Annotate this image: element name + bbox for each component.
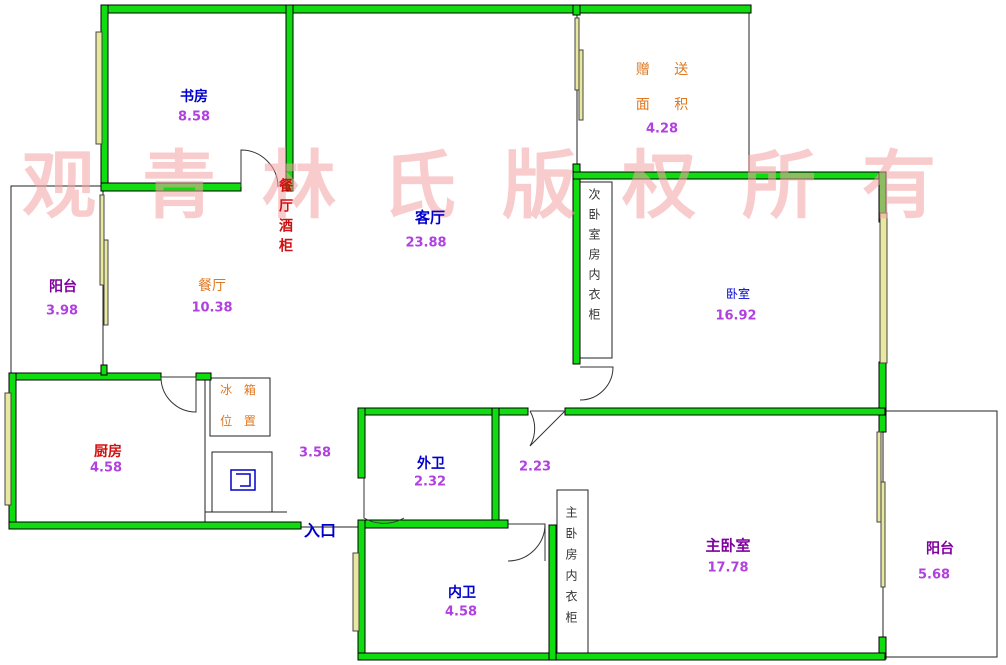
- kitchen-area: 4.58: [89, 460, 123, 476]
- master-label: 主卧室: [705, 536, 751, 555]
- balcony-right-area: 5.68: [917, 567, 951, 583]
- thin-outlines: [10, 8, 998, 658]
- fridge-label-line1: 冰 箱: [220, 383, 260, 397]
- stair-icon: [230, 469, 256, 491]
- entrance-label: 入口: [303, 521, 337, 540]
- master-closet-label: 主卧房内衣柜: [564, 506, 578, 632]
- windows: [4, 17, 888, 632]
- inner-bath-label: 内卫: [448, 585, 476, 601]
- gift-label-line1: 赠 送: [635, 62, 699, 78]
- bedroom-area: 16.92: [715, 308, 757, 324]
- balcony-right-label: 阳台: [926, 541, 954, 557]
- second-closet-label: 次卧室房内衣柜: [587, 188, 601, 328]
- living-area: 23.88: [405, 235, 447, 251]
- watermark: 观青林氏版权所有: [22, 143, 982, 229]
- inner-bath-area: 4.58: [444, 604, 478, 620]
- gift-area: 4.28: [645, 121, 679, 137]
- living-label: 客厅: [414, 208, 446, 227]
- kitchen-label: 厨房: [94, 444, 122, 460]
- corridor-area: 2.23: [518, 459, 552, 475]
- outer-bath-area: 2.32: [413, 474, 447, 490]
- dining-area: 10.38: [191, 300, 233, 316]
- hall-area: 3.58: [298, 445, 332, 461]
- study-area: 8.58: [177, 109, 211, 125]
- master-area: 17.78: [707, 560, 749, 576]
- bedroom-label: 卧室: [725, 287, 751, 301]
- dining-label: 餐厅: [198, 278, 226, 294]
- study-label: 书房: [180, 89, 208, 105]
- door-arcs: [160, 149, 614, 562]
- outer-bath-label: 外卫: [417, 456, 445, 472]
- walls: [8, 4, 887, 661]
- balcony-left-area: 3.98: [45, 303, 79, 319]
- balcony-left-label: 阳台: [49, 279, 77, 295]
- gift-label-line2: 面 积: [635, 97, 699, 113]
- fridge-label-line2: 位 置: [220, 414, 260, 428]
- wine-cabinet-label: 餐厅酒柜: [277, 178, 293, 258]
